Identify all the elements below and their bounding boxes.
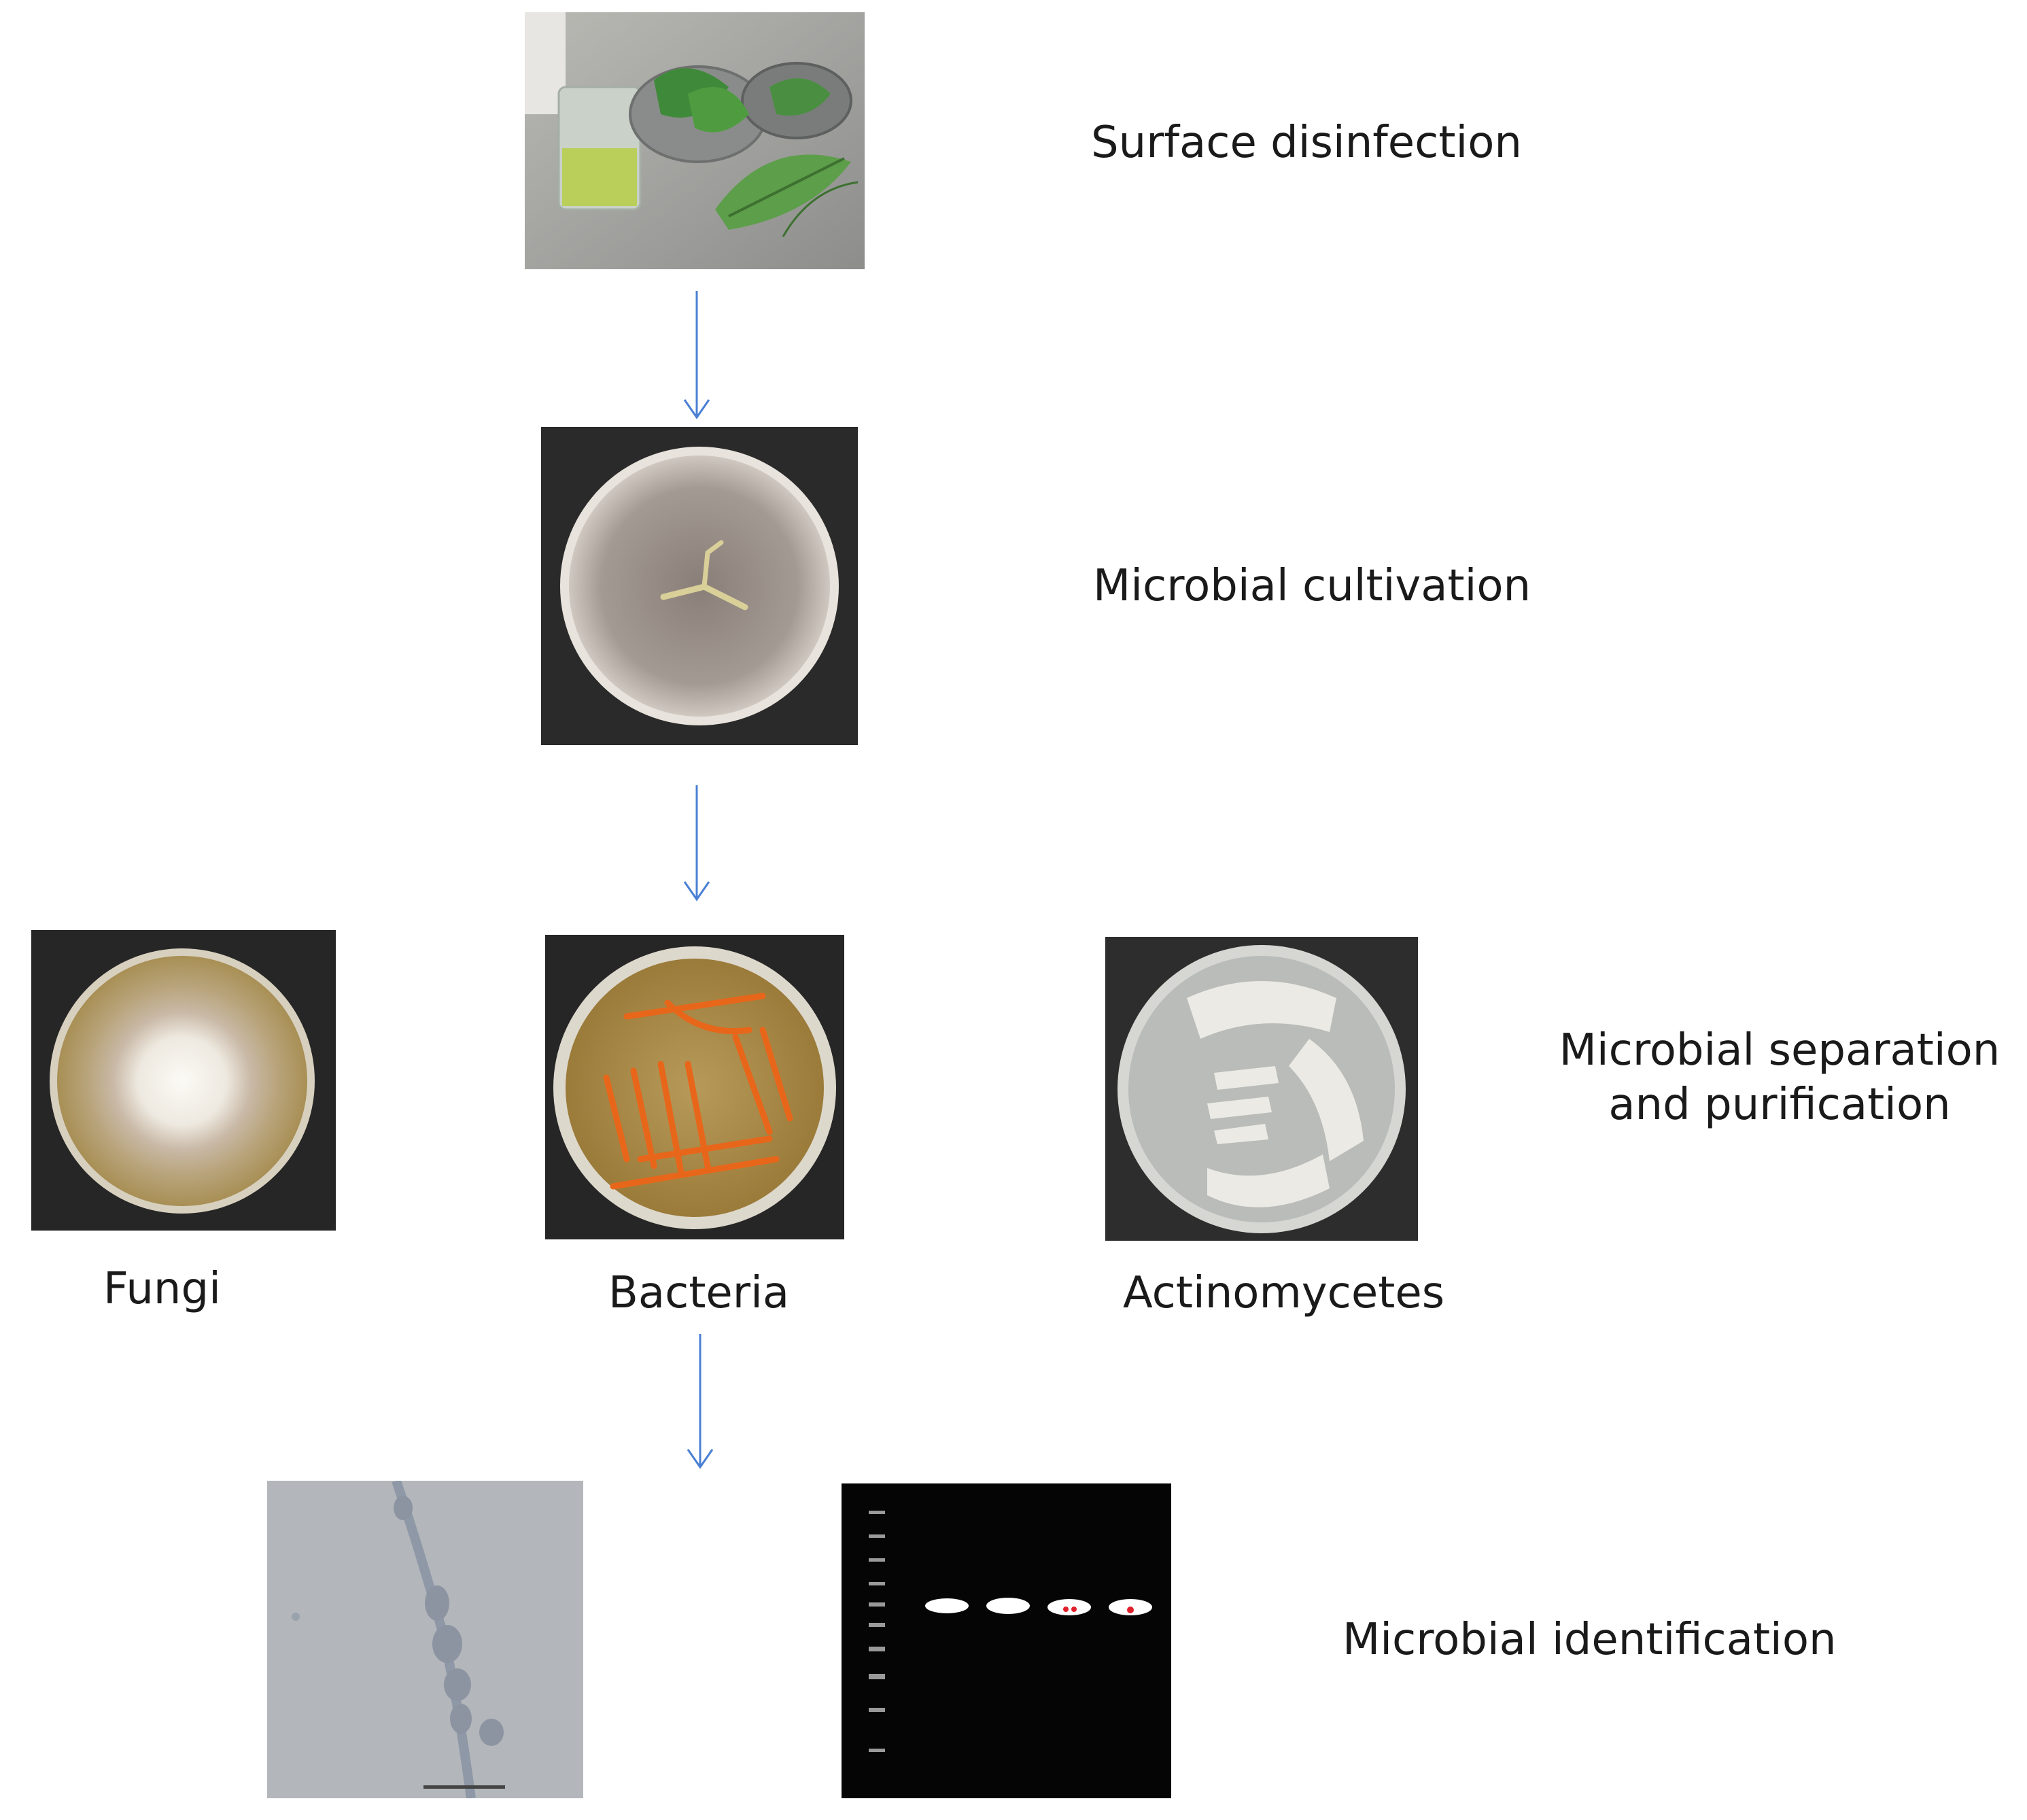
- organism-bacteria-label: Bacteria: [608, 1268, 790, 1318]
- gel-electrophoresis-photo: [842, 1483, 1171, 1798]
- bacteria-plate-photo: [545, 935, 844, 1239]
- step-separation-purification-label: Microbial separation and purification: [1535, 1023, 2024, 1132]
- surface-disinfection-photo: [525, 12, 865, 269]
- microscopy-photo: [267, 1481, 583, 1798]
- organism-actinomycetes-label: Actinomycetes: [1123, 1268, 1445, 1318]
- step-surface-disinfection-label: Surface disinfection: [1091, 118, 1522, 168]
- separation-line-2: and purification: [1608, 1080, 1951, 1130]
- separation-line-1: Microbial separation: [1559, 1025, 2000, 1076]
- cultivation-plate-photo: [541, 427, 858, 745]
- step-identification-label: Microbial identification: [1342, 1615, 1837, 1665]
- flow-arrow-3: [687, 1334, 714, 1470]
- actinomycetes-plate-photo: [1105, 937, 1418, 1241]
- organism-fungi-label: Fungi: [103, 1264, 221, 1314]
- step-cultivation-label: Microbial cultivation: [1093, 561, 1531, 611]
- flow-arrow-1: [683, 291, 710, 420]
- flow-arrow-2: [683, 785, 710, 902]
- fungi-plate-photo: [31, 930, 336, 1231]
